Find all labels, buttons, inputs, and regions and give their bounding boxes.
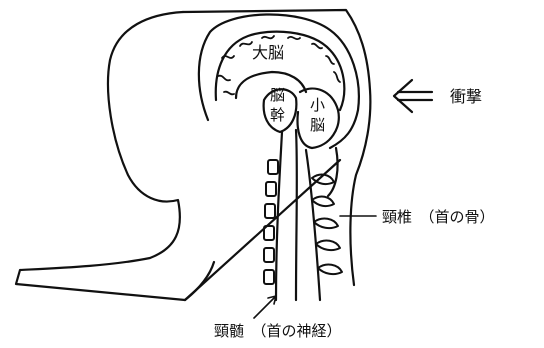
- cervical-vertebrae-label: 頸椎 （首の骨）: [382, 208, 495, 226]
- brain-outline: [199, 14, 359, 148]
- spinal-cord-pointer: [254, 296, 276, 318]
- impact-label: 衝撃: [450, 87, 482, 106]
- brainstem-label-2: 幹: [270, 106, 285, 124]
- impact-arrow-icon: [394, 80, 432, 112]
- brainstem-label-1: 脳: [270, 86, 285, 104]
- cerebrum-label: 大脳: [252, 43, 284, 62]
- spinal-cord-right: [296, 130, 297, 300]
- spinal-cord-label: 頸髄 （首の神経）: [214, 322, 342, 340]
- cerebellum-label-1: 小: [310, 96, 325, 114]
- face-outline: [16, 12, 214, 300]
- occipital-curve: [328, 148, 338, 196]
- cerebellum-label-2: 脳: [310, 116, 325, 134]
